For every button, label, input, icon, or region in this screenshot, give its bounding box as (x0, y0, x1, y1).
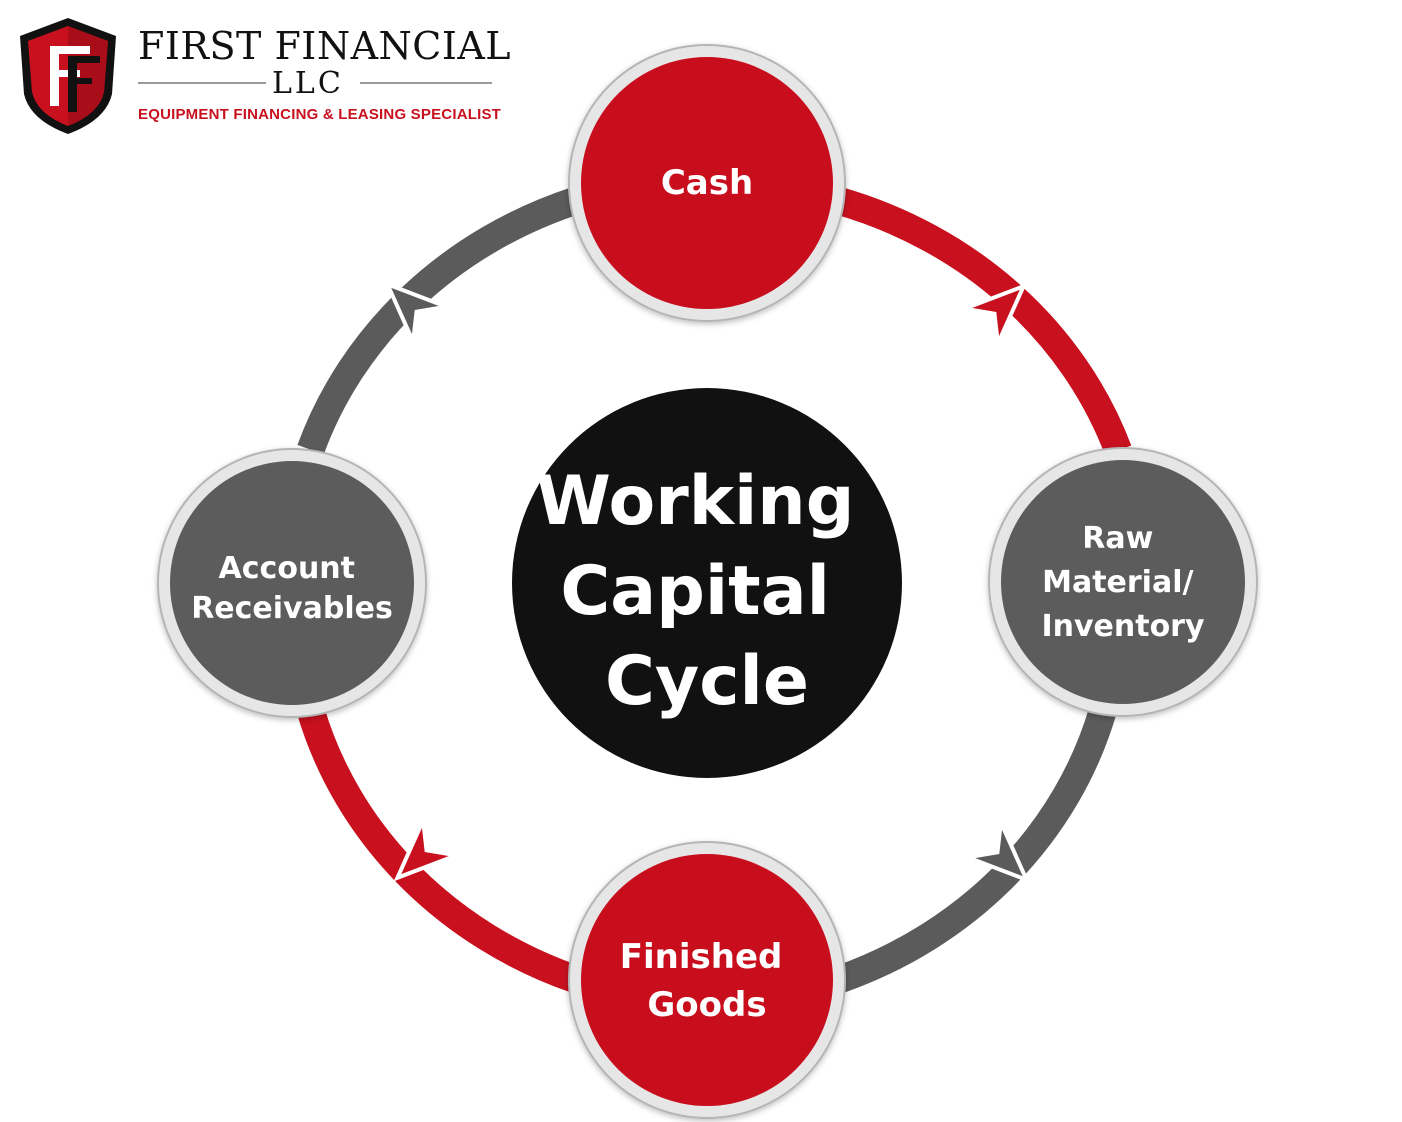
svg-text:Account Receivables: Account Receivables (191, 551, 393, 626)
node-finished-goods-label: Goods (647, 985, 766, 1025)
node-account-receivables-label: Receivables (191, 591, 393, 626)
node-account-receivables: Account Receivables (157, 448, 427, 718)
arrow-chevron-icon (393, 810, 467, 882)
shield-logo-icon (20, 18, 116, 134)
arc-account-receivables-to-cash (297, 187, 580, 455)
center-node: Working Capital Cycle (512, 388, 902, 778)
company-logo: FIRST FINANCIAL LLC EQUIPMENT FINANCING … (14, 14, 511, 138)
company-tagline: EQUIPMENT FINANCING & LEASING SPECIALIST (138, 106, 502, 123)
svg-text:Raw Material/ Inve: Raw Material/ Inventory (1041, 521, 1205, 644)
svg-text:Finished Goods: Finished Goods (620, 937, 794, 1025)
center-title-line: Cycle (605, 642, 809, 721)
arrow-chevron-icon (954, 282, 1028, 354)
logo-divider (360, 82, 492, 84)
node-cash-label: Cash (661, 163, 753, 203)
center-title-line: Capital (560, 552, 829, 631)
node-cash: Cash (568, 44, 846, 322)
node-raw-material-label: Inventory (1041, 609, 1205, 644)
svg-text:Cash: Cash (661, 163, 753, 203)
node-raw-material: Raw Material/ Inventory (988, 447, 1258, 717)
logo-divider (138, 82, 266, 84)
company-suffix: LLC (272, 66, 344, 101)
company-name: FIRST FINANCIAL (138, 24, 512, 68)
arrow-chevron-icon (383, 280, 457, 352)
node-account-receivables-label: Account (219, 551, 355, 586)
node-raw-material-label: Material/ (1042, 565, 1193, 600)
node-raw-material-label: Raw (1082, 521, 1153, 556)
arrow-chevron-icon (957, 812, 1031, 884)
svg-text:Working Capital Cy: Working Capital Cycle (536, 462, 878, 721)
node-finished-goods-label: Finished (620, 937, 783, 977)
center-title-line: Working (536, 462, 854, 541)
node-finished-goods: Finished Goods (568, 841, 846, 1119)
